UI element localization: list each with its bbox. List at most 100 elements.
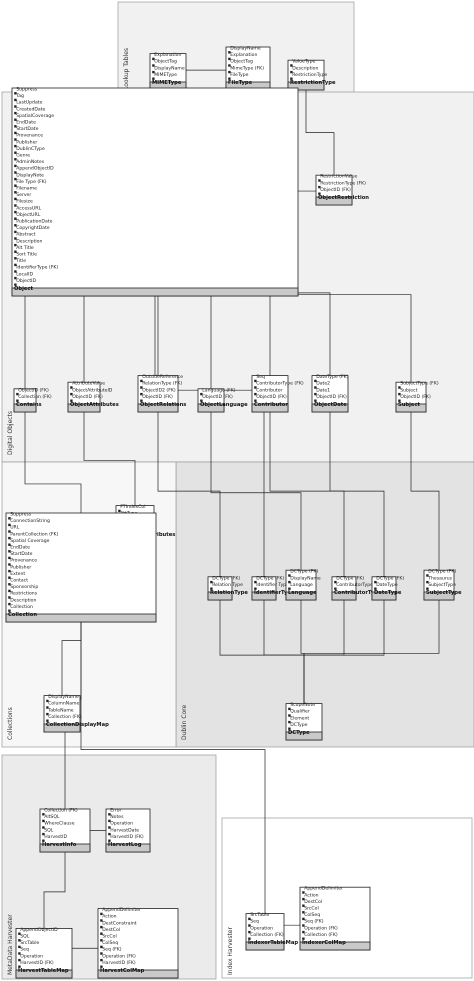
field-name: DisplayNote	[16, 172, 44, 178]
field-name: Operation	[20, 953, 43, 959]
table-title-bar	[43, 723, 81, 733]
field-name: SrcTable	[20, 940, 39, 946]
field-name: LastUpdate	[16, 100, 42, 106]
key-icon	[16, 399, 19, 402]
field-name: Collection (FK)	[48, 714, 82, 720]
table-title: IdentifierType	[254, 590, 295, 596]
field-name: RestrictionValue	[320, 174, 357, 180]
field-name: EndDate	[16, 120, 36, 126]
key-icon	[100, 932, 103, 935]
key-icon	[42, 819, 45, 823]
key-icon	[18, 958, 21, 962]
key-icon	[152, 57, 155, 61]
relationship-line-ObjectAttributes-ExtendedAttributes	[83, 397, 136, 524]
key-icon	[8, 530, 11, 533]
key-icon	[314, 392, 317, 396]
key-icon	[290, 70, 293, 74]
key-icon	[254, 399, 257, 402]
key-icon	[70, 399, 73, 402]
table-title-bar	[395, 403, 427, 413]
field-name: ContributorType	[336, 582, 373, 588]
key-icon	[8, 602, 11, 606]
field-name: Explanation	[154, 52, 181, 58]
key-icon	[14, 158, 17, 161]
field-name: Filesize	[16, 199, 33, 205]
table-title: ObjectDate	[314, 402, 347, 408]
table-Collection[interactable]: CollectionCollectionDescriptionRestricti…	[5, 512, 157, 623]
field-name: DublinCType	[16, 146, 45, 152]
field-name: Suppress	[16, 87, 38, 93]
key-icon	[228, 57, 231, 61]
key-icon	[398, 392, 401, 396]
field-name: ObjectID (FK)	[316, 394, 347, 400]
key-icon	[314, 399, 317, 402]
field-name: StartDate	[10, 551, 32, 557]
field-name: Contact	[10, 578, 28, 584]
key-icon	[14, 111, 17, 115]
key-icon	[248, 930, 251, 934]
key-icon	[8, 543, 11, 546]
key-icon	[14, 270, 17, 273]
key-icon	[152, 77, 155, 80]
table-title: ContributorType	[334, 590, 382, 596]
key-icon	[200, 399, 203, 402]
field-name: Collection	[10, 604, 33, 610]
key-icon	[8, 589, 11, 593]
table-title: MIMEType	[152, 80, 182, 86]
key-icon	[210, 587, 213, 590]
key-icon	[108, 826, 111, 829]
table-HarvestInfo[interactable]: HarvestInfoHarvestIDSQLWhereClauseAltSQL…	[39, 808, 91, 853]
field-name: Operation	[250, 925, 273, 931]
field-name: DateType	[376, 582, 398, 588]
field-name: StartDate	[16, 126, 38, 132]
key-icon	[228, 70, 231, 74]
field-name: DCType (FK)	[290, 569, 318, 575]
key-icon	[302, 924, 305, 927]
key-icon	[14, 92, 17, 95]
field-name: CreatedDate	[16, 106, 45, 112]
field-name: Tag	[15, 93, 24, 99]
key-icon	[8, 576, 11, 579]
field-name: ColumnName	[48, 701, 79, 707]
key-icon	[254, 587, 257, 590]
table-RestrictionType[interactable]: RestrictionTypeRestrictionTypeDescriptio…	[287, 59, 336, 91]
key-icon	[14, 144, 17, 148]
field-name: Provenance	[16, 133, 43, 139]
key-icon	[8, 596, 11, 599]
field-name: DestCol	[304, 899, 322, 905]
field-name: Seq	[20, 947, 29, 953]
table-title: Object	[14, 286, 33, 292]
key-icon	[8, 536, 11, 540]
table-title: HarvestTableMap	[18, 968, 69, 974]
key-icon	[228, 64, 231, 67]
table-MIMEType[interactable]: MIMETypeMIMETypeDisplayNameObjectTagExpl…	[149, 52, 187, 91]
field-name: LocalID	[16, 271, 33, 277]
relationship-line-SubjectType-DCType	[303, 585, 440, 722]
field-name: ObjectID (FK)	[18, 387, 49, 393]
key-icon	[70, 386, 73, 389]
key-icon	[8, 523, 11, 527]
